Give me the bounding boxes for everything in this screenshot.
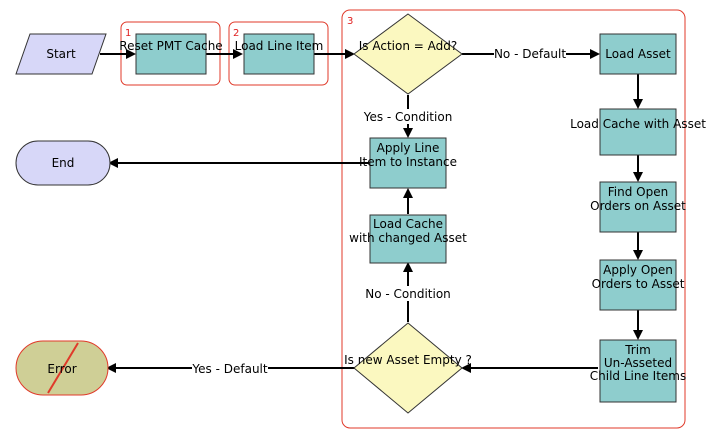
apply-open-orders-node bbox=[599, 259, 677, 311]
end-label: End bbox=[52, 156, 75, 170]
start-label: Start bbox=[46, 47, 76, 61]
is-new-asset-empty-decision bbox=[353, 322, 463, 414]
reset-pmt-cache-label: Reset PMT Cache bbox=[119, 39, 222, 53]
load-cache-with-asset-label: Load Cache with Asset bbox=[570, 117, 706, 131]
trim-child-items-node bbox=[599, 339, 677, 403]
load-asset-label: Load Asset bbox=[605, 47, 671, 61]
group-box-3 bbox=[341, 9, 686, 429]
edge-label-no-condition: No - Condition bbox=[365, 287, 451, 301]
is-new-asset-empty-label: Is new Asset Empty ? bbox=[344, 353, 472, 367]
start-node bbox=[15, 33, 107, 75]
edge-label-yes-default: Yes - Default bbox=[191, 362, 267, 376]
apply-line-item-node bbox=[369, 137, 447, 189]
find-open-orders-node bbox=[599, 181, 677, 233]
is-action-add-decision bbox=[353, 13, 463, 95]
end-node bbox=[15, 140, 111, 186]
load-cache-changed-node bbox=[369, 214, 447, 264]
error-label: Error bbox=[47, 362, 76, 376]
load-cache-with-asset-node bbox=[599, 108, 677, 156]
is-action-add-label: Is Action = Add? bbox=[359, 39, 457, 53]
group-number-1: 1 bbox=[125, 28, 131, 39]
reset-pmt-cache-node bbox=[135, 33, 207, 75]
error-slash bbox=[47, 342, 79, 394]
edge-label-no-default: No - Default bbox=[494, 47, 566, 61]
load-line-item-node bbox=[243, 33, 315, 75]
edge-label-yes-condition: Yes - Condition bbox=[363, 110, 453, 124]
load-asset-node bbox=[599, 33, 677, 75]
load-line-item-label: Load Line Item bbox=[235, 39, 324, 53]
group-number-3: 3 bbox=[347, 16, 353, 27]
group-number-2: 2 bbox=[233, 28, 239, 39]
